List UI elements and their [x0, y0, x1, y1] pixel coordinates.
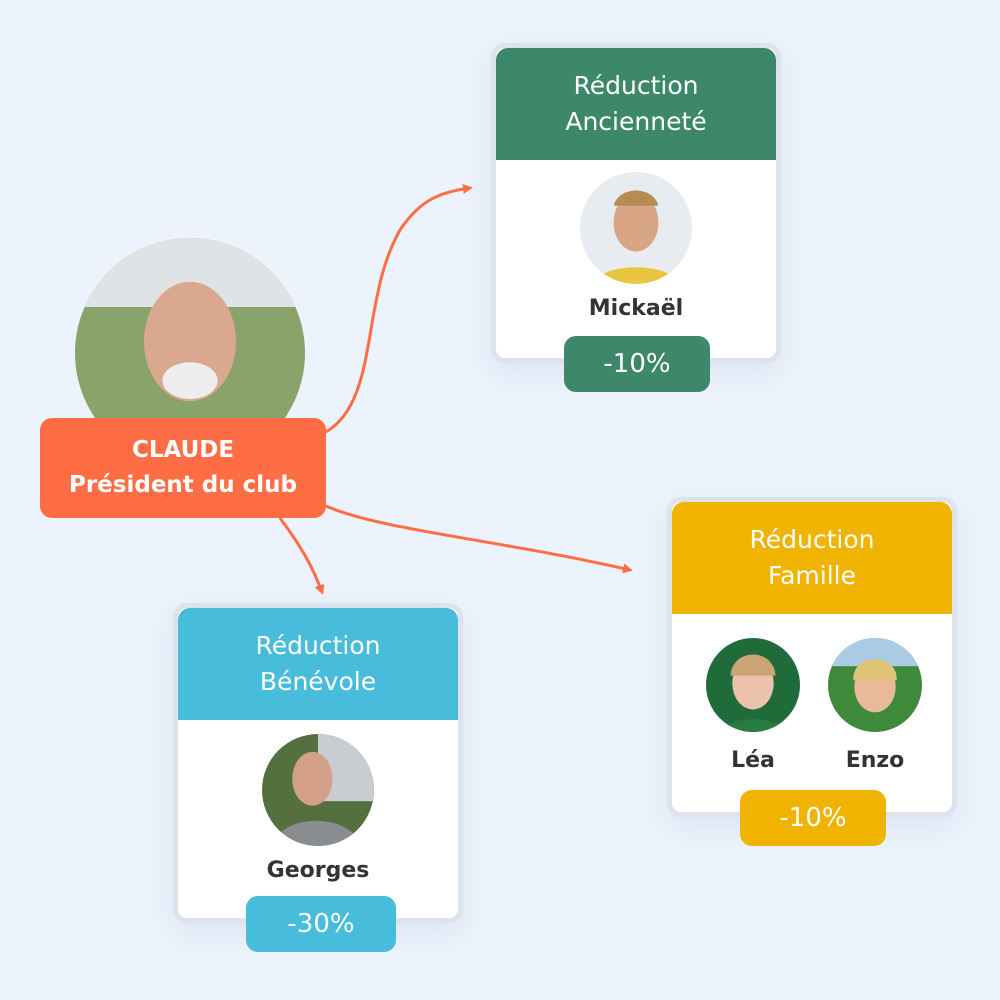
member-photo-lea	[706, 638, 800, 732]
member-photo-georges	[262, 734, 374, 846]
card-subtitle: Ancienneté	[565, 107, 707, 136]
card-famille: Réduction Famille Léa Enzo -10%	[667, 497, 957, 846]
member-name: Enzo	[845, 748, 905, 773]
member-name: Mickaël	[588, 296, 684, 321]
arrow-to-famille	[325, 504, 633, 574]
card-header: Réduction Famille	[672, 502, 952, 614]
discount-badge: -10%	[564, 336, 710, 392]
card-header: Réduction Ancienneté	[496, 48, 776, 160]
card-anciennete: Réduction Ancienneté Mickaël -10%	[491, 43, 781, 392]
president-label: CLAUDE Président du club	[40, 418, 326, 518]
president-name: CLAUDE	[131, 437, 235, 463]
discount-badge: -10%	[740, 790, 886, 846]
member-photo-enzo	[828, 638, 922, 732]
arrow-to-benevole	[278, 517, 325, 595]
card-benevole: Réduction Bénévole Georges -30%	[173, 603, 463, 952]
member-name: Georges	[266, 858, 370, 883]
card-subtitle: Famille	[768, 561, 856, 590]
president-role: Président du club	[68, 472, 297, 498]
member-photo-mickael	[580, 172, 692, 284]
card-subtitle: Bénévole	[259, 667, 377, 696]
card-title: Réduction	[573, 71, 699, 100]
arrow-to-anciennete	[325, 183, 473, 434]
member-name: Léa	[731, 748, 775, 773]
card-title: Réduction	[749, 525, 875, 554]
discount-badge: -30%	[246, 896, 396, 952]
card-title: Réduction	[255, 631, 381, 660]
card-header: Réduction Bénévole	[178, 608, 458, 720]
